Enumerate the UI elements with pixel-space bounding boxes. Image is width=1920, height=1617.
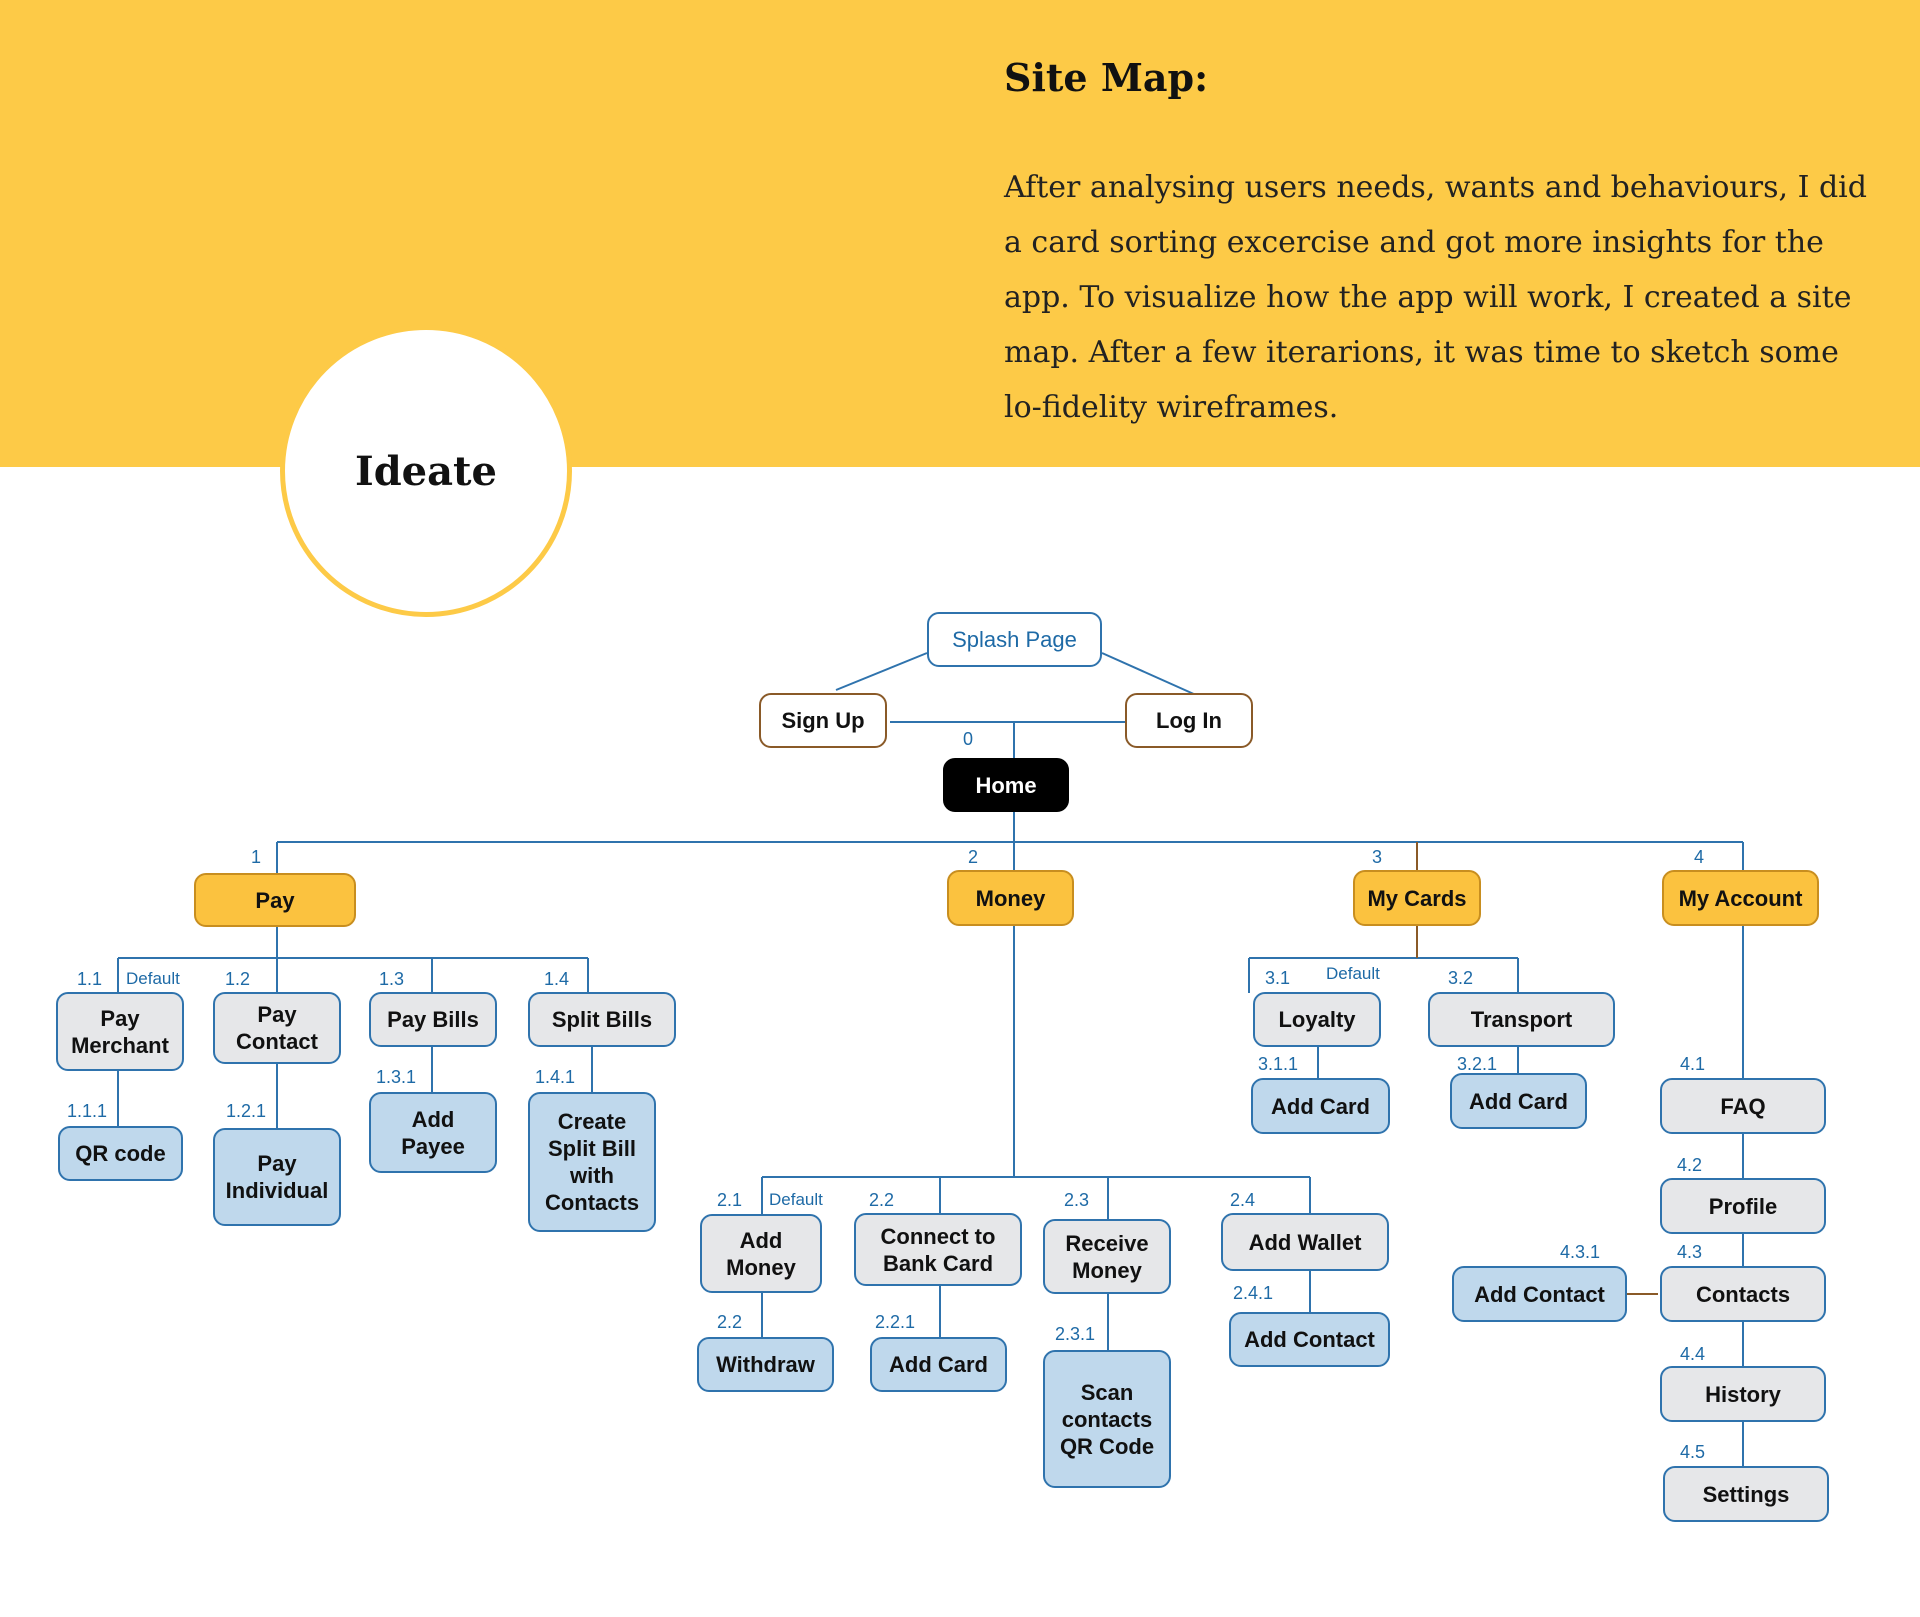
node-add-money: Add Money bbox=[700, 1214, 822, 1293]
label-1-4-1: 1.4.1 bbox=[535, 1067, 576, 1087]
node-add-contact-2-4-1: Add Contact bbox=[1229, 1312, 1390, 1367]
page-title: Site Map: bbox=[1004, 55, 1209, 100]
label-1: 1 bbox=[251, 847, 262, 867]
label-1-2-1: 1.2.1 bbox=[226, 1101, 267, 1121]
label-1-3-1: 1.3.1 bbox=[376, 1067, 417, 1087]
label-default-1-1: Default bbox=[126, 969, 180, 988]
label-2-4-1: 2.4.1 bbox=[1233, 1283, 1274, 1303]
node-profile: Profile bbox=[1660, 1178, 1826, 1234]
node-create-split-bill: Create Split Bill with Contacts bbox=[528, 1092, 656, 1232]
label-2-2-1: 2.2.1 bbox=[875, 1312, 916, 1332]
stage-badge: Ideate bbox=[280, 325, 572, 617]
label-3-2-1: 3.2.1 bbox=[1457, 1054, 1498, 1074]
label-4-5: 4.5 bbox=[1680, 1442, 1706, 1462]
node-home: Home bbox=[943, 758, 1069, 812]
label-2-2: 2.2 bbox=[869, 1190, 895, 1210]
node-add-contact-4-3-1: Add Contact bbox=[1452, 1266, 1627, 1322]
label-3-2: 3.2 bbox=[1448, 968, 1474, 988]
node-qr-code: QR code bbox=[58, 1126, 183, 1181]
node-my-account: My Account bbox=[1662, 870, 1819, 926]
node-money: Money bbox=[947, 870, 1074, 926]
label-2-2-withdraw: 2.2 bbox=[717, 1312, 743, 1332]
label-4-3-1: 4.3.1 bbox=[1560, 1242, 1601, 1262]
node-withdraw: Withdraw bbox=[697, 1337, 834, 1392]
node-transport: Transport bbox=[1428, 992, 1615, 1047]
node-pay: Pay bbox=[194, 873, 356, 927]
label-4-3: 4.3 bbox=[1677, 1242, 1703, 1262]
label-default-2-1: Default bbox=[769, 1190, 823, 1209]
label-1-2: 1.2 bbox=[225, 969, 251, 989]
node-splash-page: Splash Page bbox=[927, 612, 1102, 667]
node-sign-up: Sign Up bbox=[759, 693, 887, 748]
node-history: History bbox=[1660, 1366, 1826, 1422]
node-contacts: Contacts bbox=[1660, 1266, 1826, 1322]
node-pay-merchant: Pay Merchant bbox=[56, 992, 184, 1071]
label-2-1: 2.1 bbox=[717, 1190, 743, 1210]
node-loyalty: Loyalty bbox=[1253, 992, 1381, 1047]
label-4-1: 4.1 bbox=[1680, 1054, 1706, 1074]
label-3-1: 3.1 bbox=[1265, 968, 1291, 988]
label-2: 2 bbox=[968, 847, 979, 867]
node-add-card-3-2-1: Add Card bbox=[1450, 1073, 1587, 1129]
node-add-wallet: Add Wallet bbox=[1221, 1213, 1389, 1271]
label-4-4: 4.4 bbox=[1680, 1344, 1706, 1364]
label-2-4: 2.4 bbox=[1230, 1190, 1256, 1210]
node-scan-contacts-qr: Scan contacts QR Code bbox=[1043, 1350, 1171, 1488]
node-add-payee: Add Payee bbox=[369, 1092, 497, 1173]
node-pay-bills: Pay Bills bbox=[369, 992, 497, 1047]
node-pay-contact: Pay Contact bbox=[213, 992, 341, 1064]
label-3: 3 bbox=[1372, 847, 1383, 867]
label-2-3: 2.3 bbox=[1064, 1190, 1090, 1210]
node-faq: FAQ bbox=[1660, 1078, 1826, 1134]
node-pay-individual: Pay Individual bbox=[213, 1128, 341, 1226]
node-log-in: Log In bbox=[1125, 693, 1253, 748]
label-4: 4 bbox=[1694, 847, 1705, 867]
node-add-card-3-1-1: Add Card bbox=[1251, 1078, 1390, 1134]
label-1-1-1: 1.1.1 bbox=[67, 1101, 108, 1121]
node-add-card-2-2-1: Add Card bbox=[870, 1337, 1007, 1392]
label-default-3-1: Default bbox=[1326, 964, 1380, 983]
label-1-3: 1.3 bbox=[379, 969, 405, 989]
label-2-3-1: 2.3.1 bbox=[1055, 1324, 1096, 1344]
label-0: 0 bbox=[963, 729, 974, 749]
label-4-2: 4.2 bbox=[1677, 1155, 1703, 1175]
node-connect-bank-card: Connect to Bank Card bbox=[854, 1213, 1022, 1286]
label-3-1-1: 3.1.1 bbox=[1258, 1054, 1299, 1074]
label-1-4: 1.4 bbox=[544, 969, 570, 989]
label-1-1: 1.1 bbox=[77, 969, 103, 989]
node-my-cards: My Cards bbox=[1353, 870, 1481, 926]
node-receive-money: Receive Money bbox=[1043, 1219, 1171, 1294]
node-settings: Settings bbox=[1663, 1466, 1829, 1522]
intro-paragraph: After analysing users needs, wants and b… bbox=[1004, 170, 1867, 425]
node-split-bills: Split Bills bbox=[528, 992, 676, 1047]
